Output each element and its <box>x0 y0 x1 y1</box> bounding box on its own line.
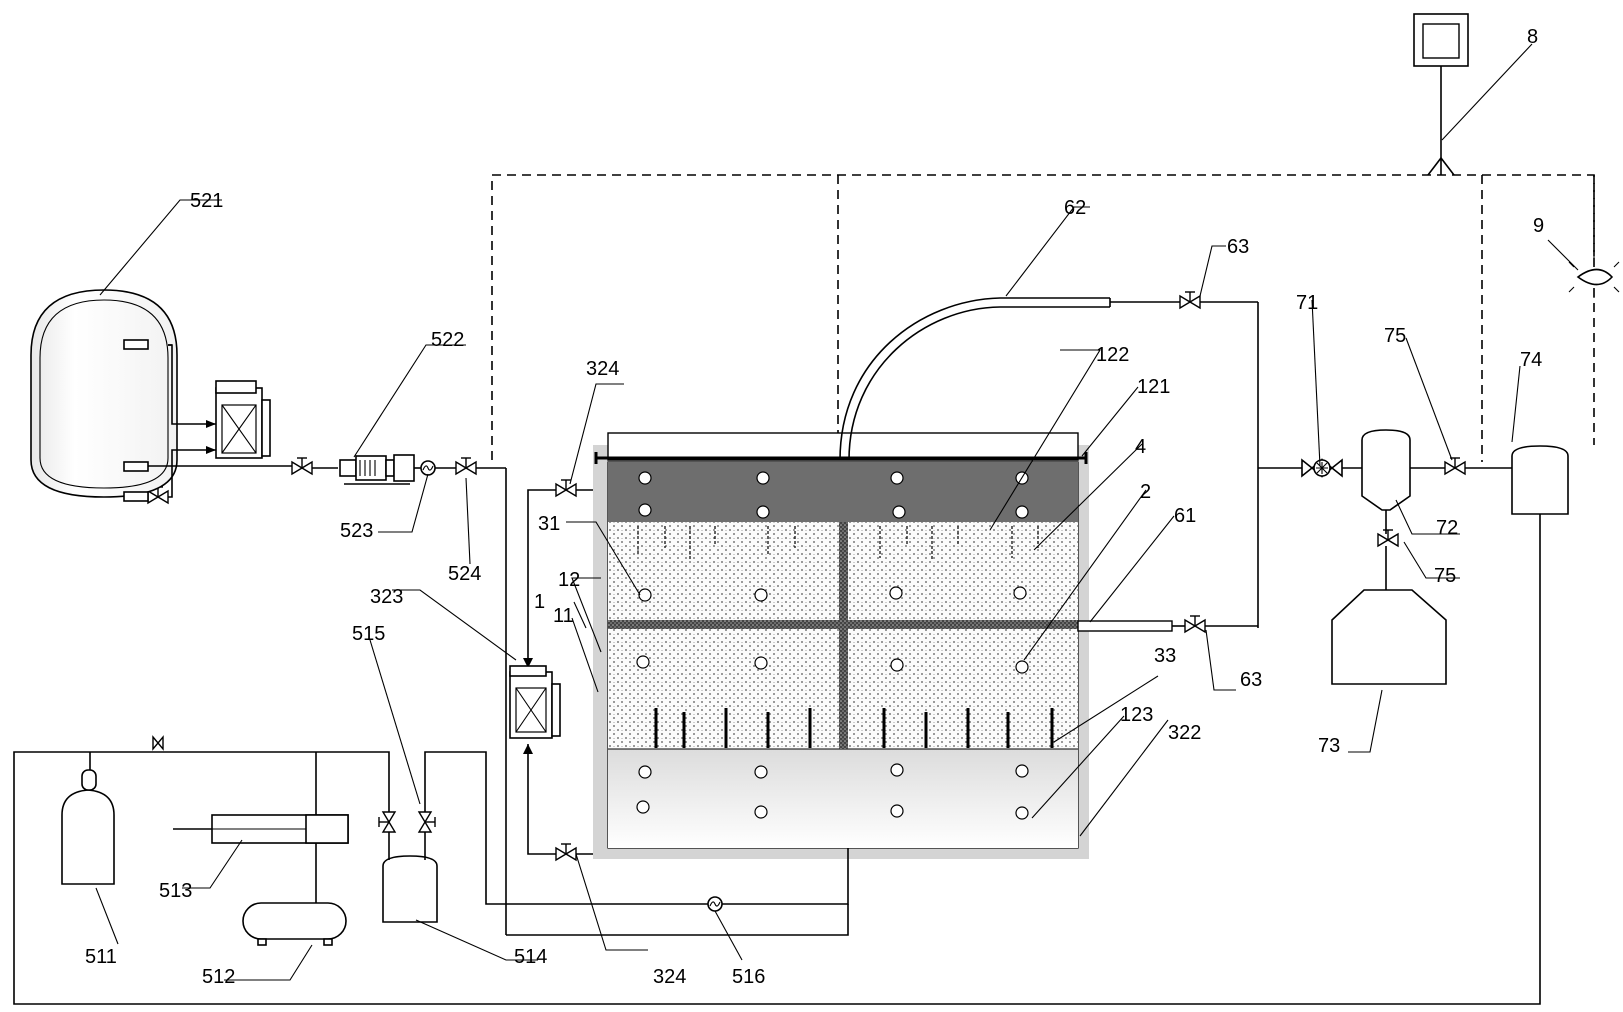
filter-box <box>215 387 263 459</box>
label-512: 512 <box>202 966 235 988</box>
label-71: 71 <box>1296 292 1318 314</box>
label-123: 123 <box>1120 704 1153 726</box>
separator-72 <box>1361 429 1411 511</box>
vessel-514 <box>382 855 438 923</box>
reactor-vessel <box>593 432 1089 859</box>
label-31: 31 <box>538 513 560 535</box>
gas-pipes <box>839 297 1302 632</box>
label-11: 11 <box>553 605 574 627</box>
filter-323 <box>509 489 593 855</box>
label-75-top: 75 <box>1384 325 1406 347</box>
center-partition <box>839 522 848 749</box>
label-72: 72 <box>1436 517 1458 539</box>
leader-lines <box>95 43 1579 981</box>
label-522: 522 <box>431 329 464 351</box>
pump-522 <box>339 454 415 485</box>
reference-labels: 521 522 523 524 324 323 515 31 12 1 11 5… <box>85 26 1544 988</box>
label-323: 323 <box>370 586 403 608</box>
label-515: 515 <box>352 623 385 645</box>
label-523: 523 <box>340 520 373 542</box>
label-324-top: 324 <box>586 358 619 380</box>
label-9: 9 <box>1533 215 1544 237</box>
compressor-512 <box>242 902 347 940</box>
bottle-73 <box>1331 589 1447 685</box>
vessel-74 <box>1511 445 1569 515</box>
label-511: 511 <box>85 946 117 968</box>
label-322: 322 <box>1168 722 1201 744</box>
pipe-61 <box>1077 620 1173 632</box>
label-33: 33 <box>1154 645 1176 667</box>
label-514: 514 <box>514 946 547 968</box>
bottom-zone-123 <box>608 749 1078 848</box>
gas-cylinder-511 <box>61 789 115 885</box>
collection-system <box>1301 13 1620 685</box>
gas-mixing-loop <box>13 496 1541 1005</box>
label-63-bottom: 63 <box>1240 669 1262 691</box>
label-2: 2 <box>1140 481 1151 503</box>
label-122: 122 <box>1096 344 1129 366</box>
label-75-bottom: 75 <box>1434 565 1456 587</box>
label-8: 8 <box>1527 26 1538 48</box>
label-73: 73 <box>1318 735 1340 757</box>
top-layer-121 <box>608 462 1078 522</box>
label-324-bottom: 324 <box>653 966 686 988</box>
label-1: 1 <box>534 591 545 613</box>
indicator-9 <box>1576 268 1614 286</box>
label-61: 61 <box>1174 505 1196 527</box>
label-62: 62 <box>1064 197 1086 219</box>
label-12: 12 <box>558 569 580 591</box>
label-63-top: 63 <box>1227 236 1249 258</box>
label-516: 516 <box>732 966 765 988</box>
label-4: 4 <box>1135 436 1146 458</box>
label-121: 121 <box>1137 376 1170 398</box>
label-513: 513 <box>159 880 192 902</box>
label-524: 524 <box>448 563 481 585</box>
vessel-lid <box>607 432 1079 461</box>
label-521: 521 <box>190 190 223 212</box>
gas-supply-521 <box>30 289 507 935</box>
label-74: 74 <box>1520 349 1542 371</box>
control-signal-lines <box>491 174 1595 462</box>
